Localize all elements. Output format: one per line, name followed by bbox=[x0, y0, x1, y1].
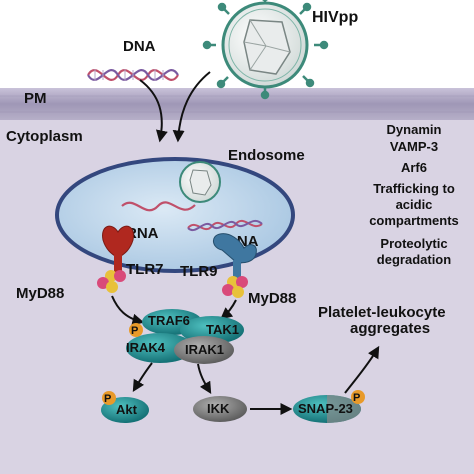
tak1-label: TAK1 bbox=[206, 322, 239, 337]
side-item-acidic: acidic bbox=[396, 197, 433, 212]
irak1-protein bbox=[174, 336, 234, 364]
phospho-label-akt: P bbox=[104, 393, 111, 405]
side-item-compartments: compartments bbox=[369, 213, 459, 228]
phospho-marker-snap23 bbox=[351, 390, 365, 404]
signaling-complex bbox=[126, 309, 244, 364]
dna-entry-arrow bbox=[139, 79, 168, 143]
ikk-protein bbox=[193, 396, 247, 422]
side-item-dynamin: Dynamin bbox=[387, 122, 442, 137]
traf6-label: TRAF6 bbox=[148, 313, 190, 328]
platelet-label-line1: Platelet-leukocyte bbox=[318, 304, 446, 321]
hiv-virus-particle bbox=[202, 0, 329, 100]
myd88-left-label: MyD88 bbox=[16, 285, 64, 302]
side-item-degradation: degradation bbox=[377, 252, 451, 267]
pm-label: PM bbox=[24, 90, 47, 107]
endosome-label: Endosome bbox=[228, 147, 305, 164]
internalized-virus bbox=[179, 161, 221, 203]
tlr7-label: TLR7 bbox=[126, 261, 164, 278]
rna-label: RNA bbox=[126, 225, 159, 242]
plasma-membrane bbox=[0, 88, 474, 120]
dna-outside-label: DNA bbox=[123, 38, 156, 55]
irak4-label: IRAK4 bbox=[126, 340, 166, 355]
tlr9-label: TLR9 bbox=[180, 263, 218, 280]
dna-helix-inside bbox=[187, 219, 263, 231]
myd88-right-label: MyD88 bbox=[248, 290, 296, 307]
phospho-marker-irak4 bbox=[129, 323, 143, 337]
membrane-texture bbox=[0, 95, 474, 113]
platelet-label-line2: aggregates bbox=[350, 320, 430, 337]
akt-label: Akt bbox=[116, 402, 138, 417]
phospho-label-snap23: P bbox=[353, 392, 360, 404]
rna-strand bbox=[121, 201, 196, 212]
complex-to-ikk-arrow bbox=[197, 363, 212, 395]
endosome bbox=[55, 157, 295, 273]
hiv-label: HIVpp bbox=[312, 9, 358, 26]
side-item-trafficking: Trafficking to bbox=[373, 181, 455, 196]
ikk-label: IKK bbox=[207, 401, 230, 416]
phospho-label-irak4: P bbox=[131, 325, 138, 337]
irak1-label: IRAK1 bbox=[185, 342, 224, 357]
side-item-vamp3: VAMP-3 bbox=[390, 139, 438, 154]
phospho-marker-akt bbox=[102, 391, 116, 405]
virus-entry-arrow bbox=[172, 71, 211, 143]
complex-to-akt-arrow bbox=[132, 362, 153, 393]
tlr9-to-complex-arrow bbox=[220, 299, 237, 320]
snap23-label: SNAP-23 bbox=[298, 401, 353, 416]
trafficking-factor-list: Dynamin VAMP-3 Arf6 Trafficking to acidi… bbox=[369, 122, 459, 267]
snap23-to-aggregates-arrow bbox=[344, 345, 380, 394]
tlr7-receptor bbox=[97, 225, 134, 293]
cytoplasm-label: Cytoplasm bbox=[6, 128, 83, 145]
side-item-arf6: Arf6 bbox=[401, 160, 427, 175]
tlr9-receptor bbox=[213, 233, 257, 298]
tlr7-to-complex-arrow bbox=[111, 295, 145, 326]
side-item-proteolytic: Proteolytic bbox=[380, 236, 447, 251]
dna-helix-outside bbox=[87, 69, 179, 81]
